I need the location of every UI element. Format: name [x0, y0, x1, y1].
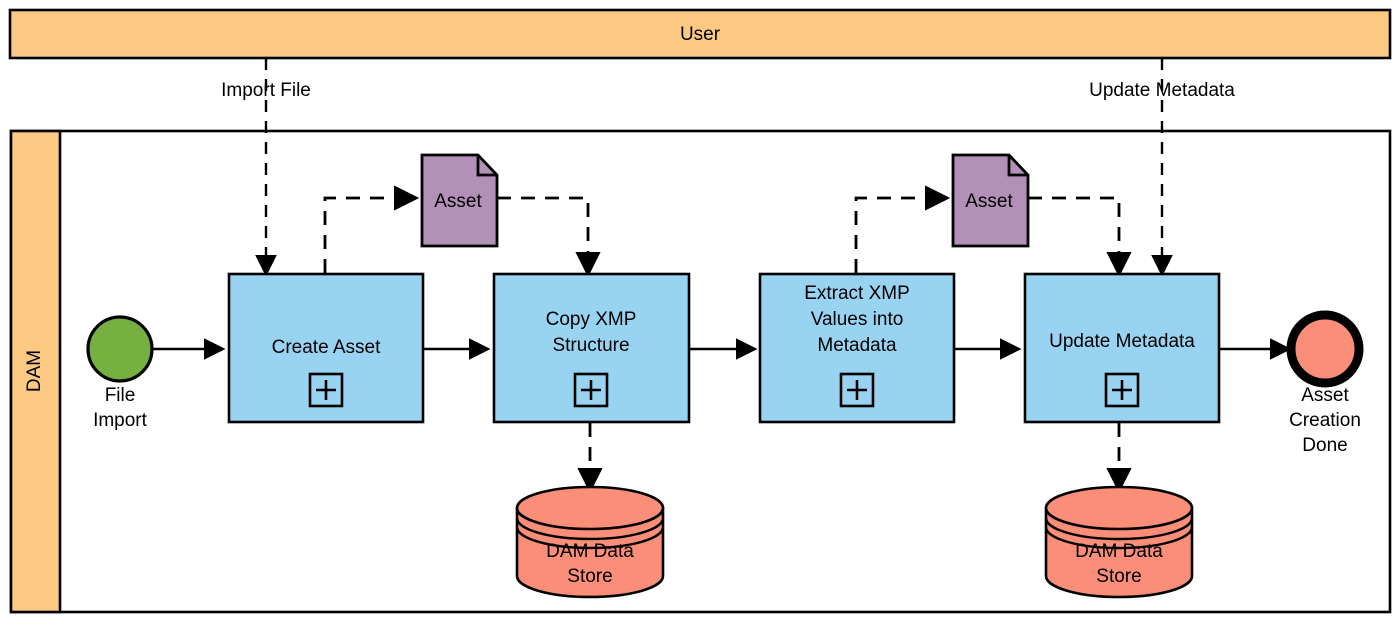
end-event-circle	[1286, 310, 1364, 388]
association-create-asset-to-asset1-line	[323, 185, 420, 273]
data-object-asset-2[interactable]: Asset	[951, 153, 1030, 248]
sub-process-marker-icon	[573, 372, 609, 408]
data-store-dam-1-body	[515, 506, 665, 599]
message-flow-import-file-label: Import File	[221, 80, 311, 101]
start-event-file-import[interactable]: File Import	[86, 315, 154, 431]
start-event-label-line1: File	[105, 385, 136, 406]
end-event-label-line1: Asset	[1301, 385, 1349, 406]
end-event-asset-creation-done[interactable]: Asset Creation Done	[1286, 310, 1364, 456]
data-store-dam-2-top	[1044, 485, 1194, 531]
task-copy-xmp-structure[interactable]: Copy XMP Structure	[492, 272, 691, 424]
task-copy-xmp-structure-label-line2: Structure	[552, 335, 629, 356]
data-store-dam-2[interactable]: DAM Data Store	[1044, 485, 1194, 599]
message-flow-update-metadata-label: Update Metadata	[1089, 80, 1235, 101]
data-store-dam-1-ring2	[515, 526, 665, 550]
sub-process-marker-icon	[308, 372, 344, 408]
data-object-asset-1-label: Asset	[434, 191, 482, 212]
user-pool-band	[8, 8, 1392, 60]
sub-process-marker-icon	[1104, 372, 1140, 408]
data-object-asset-1-shape	[420, 153, 499, 248]
data-object-asset-2-fold	[1007, 155, 1028, 177]
data-store-dam-1-label-line2: Store	[567, 566, 612, 587]
message-flow-import-file[interactable]: Import File	[221, 58, 311, 277]
data-store-dam-1-label-line1: DAM Data	[546, 541, 634, 562]
data-store-dam-1-ring1	[515, 517, 665, 541]
data-object-asset-1-fold	[476, 155, 497, 177]
dam-pool-label: DAM	[24, 350, 45, 392]
end-event-label-line3: Done	[1302, 435, 1347, 456]
task-update-metadata[interactable]: Update Metadata	[1023, 272, 1221, 424]
start-event-circle	[86, 315, 154, 383]
association-asset1-to-copy-xmp-line	[497, 196, 601, 278]
data-store-dam-2-ring2	[1044, 526, 1194, 550]
task-copy-xmp-structure-label-line1: Copy XMP	[546, 309, 637, 330]
data-object-asset-2-shape	[951, 153, 1030, 248]
task-update-metadata-label: Update Metadata	[1049, 331, 1195, 352]
association-create-asset-to-asset1	[323, 185, 420, 273]
dam-pool-header	[9, 129, 62, 614]
task-extract-xmp-values-label-line3: Metadata	[817, 335, 897, 356]
start-event-label-line2: Import	[93, 410, 148, 431]
association-asset2-to-update-metadata-line	[1028, 196, 1132, 278]
message-flow-update-metadata[interactable]: Update Metadata	[1089, 58, 1235, 277]
association-extract-xmp-to-asset2-line	[854, 185, 951, 273]
task-create-asset[interactable]: Create Asset	[227, 272, 425, 424]
data-store-dam-2-label-line2: Store	[1096, 566, 1141, 587]
data-object-asset-2-label: Asset	[965, 191, 1013, 212]
sub-process-marker-icon	[839, 372, 875, 408]
task-create-asset-label: Create Asset	[272, 337, 381, 358]
association-extract-xmp-to-asset2	[854, 185, 951, 273]
data-store-dam-1-top	[515, 485, 665, 531]
user-pool[interactable]: User	[8, 8, 1392, 60]
association-asset2-to-update-metadata	[1028, 196, 1132, 278]
end-event-label-line2: Creation	[1289, 410, 1361, 431]
data-store-dam-2-label-line1: DAM Data	[1075, 541, 1163, 562]
data-store-dam-2-body	[1044, 506, 1194, 599]
data-store-dam-1[interactable]: DAM Data Store	[515, 485, 665, 599]
user-pool-label: User	[680, 24, 721, 45]
task-extract-xmp-values[interactable]: Extract XMP Values into Metadata	[758, 272, 956, 424]
data-store-dam-2-ring1	[1044, 517, 1194, 541]
task-extract-xmp-values-label-line2: Values into	[811, 309, 904, 330]
data-object-asset-1[interactable]: Asset	[420, 153, 499, 248]
task-extract-xmp-values-label-line1: Extract XMP	[804, 283, 910, 304]
association-asset1-to-copy-xmp	[497, 196, 601, 278]
